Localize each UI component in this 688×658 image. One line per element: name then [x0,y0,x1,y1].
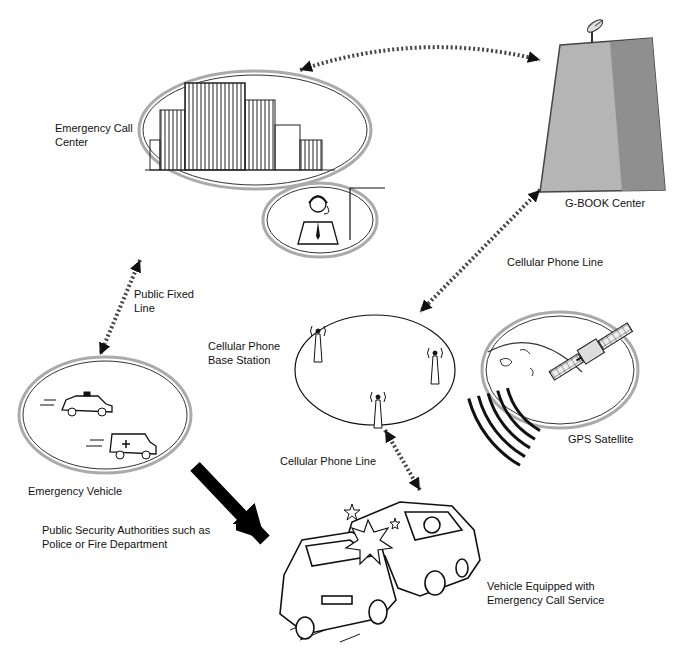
radio-wave [488,393,530,448]
radio-wave [469,399,520,466]
radio-wave [478,396,525,457]
call-center-illustration [139,71,385,257]
gps-satellite-illustration [469,312,638,465]
call-center-node: Emergency Call Center [50,70,380,260]
node-label: Cellular Phone Base Station [208,340,296,368]
crash-illustration [280,502,480,642]
emergency-vehicle-node: Emergency Vehicle [15,355,195,502]
node-label: Vehicle Equipped with Emergency Call Ser… [487,580,627,608]
node-label: G-BOOK Center [565,197,645,211]
emergency-vehicle-illustration [19,357,191,473]
crash-vehicle-node: Vehicle Equipped with Emergency Call Ser… [265,490,640,650]
line-label: Cellular Phone Line [278,455,378,469]
line-label: Cellular Phone Line [505,256,605,270]
gps-node: GPS Satellite [480,305,650,450]
line-label: Public Security Authorities such as Poli… [40,524,236,552]
g-book-building [540,18,665,192]
node-label: GPS Satellite [568,433,633,447]
communication-line [385,430,420,490]
g-book-node: G-BOOK Center [540,25,670,215]
radio-wave [507,388,540,431]
base-station-illustration [295,315,455,428]
line-label: Public Fixed Line [132,288,208,316]
node-label: Emergency Vehicle [28,485,122,499]
base-station-node: Cellular Phone Base Station [205,312,460,430]
radio-wave [498,391,535,440]
communication-line [420,190,540,312]
node-label: Emergency Call Center [55,122,135,150]
communication-line [300,47,540,70]
